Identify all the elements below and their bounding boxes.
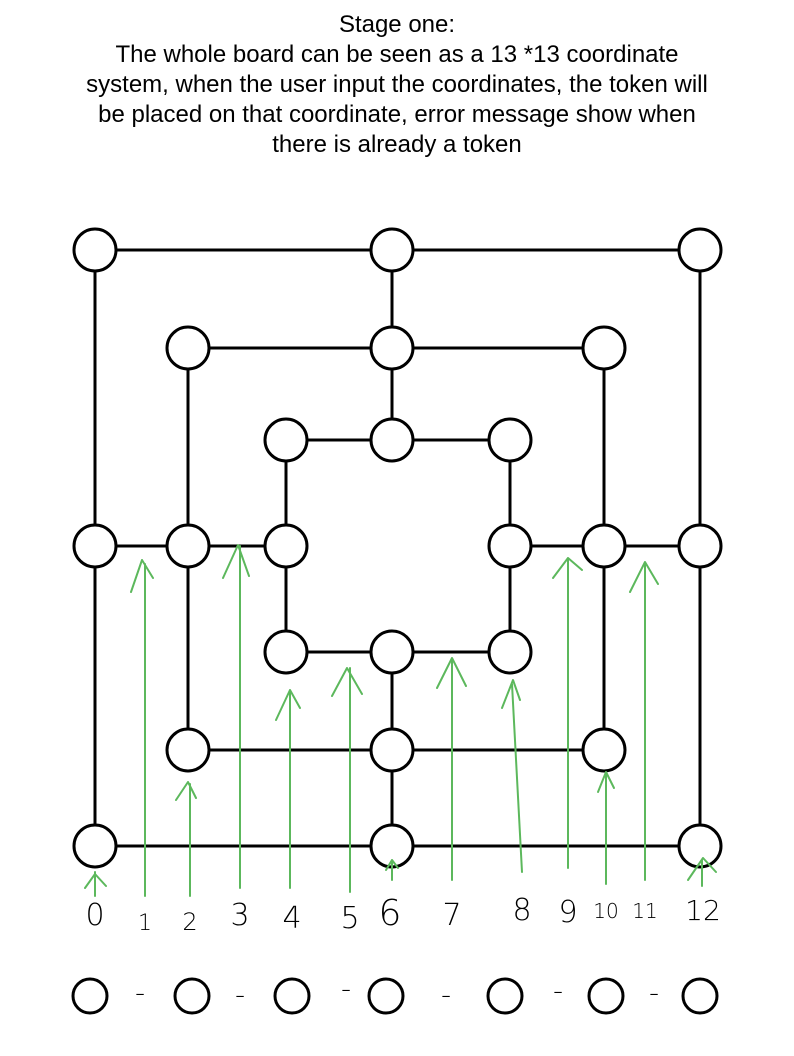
coord-label-3: 3: [230, 898, 249, 933]
row-separator: -: [135, 976, 145, 1009]
arrow-5: [331, 667, 363, 893]
arrow-7: [436, 657, 467, 881]
arrow-6: [385, 859, 399, 881]
node: [72, 823, 118, 869]
node: [263, 417, 309, 463]
coord-label-12: 12: [685, 894, 721, 927]
node: [165, 325, 211, 371]
arrow-1: [130, 559, 154, 897]
coord-label-8: 8: [512, 893, 531, 928]
node: [677, 523, 723, 569]
row-node: [587, 977, 625, 1015]
description-line-4: there is already a token: [272, 131, 522, 158]
node: [72, 523, 118, 569]
row-separator: -: [341, 972, 351, 1005]
arrow-12: [687, 857, 717, 887]
description-line-2: system, when the user input the coordina…: [86, 71, 708, 98]
row-node: [681, 977, 719, 1015]
arrow-10: [597, 771, 615, 885]
arrow-3: [222, 544, 250, 889]
coord-label-7: 7: [442, 898, 461, 933]
arrow-9: [552, 557, 583, 869]
coord-label-11: 11: [632, 899, 657, 923]
arrow-4: [275, 689, 301, 889]
node: [263, 523, 309, 569]
node: [263, 629, 309, 675]
node: [369, 727, 415, 773]
arrow-0: [84, 871, 107, 897]
row-separator: -: [649, 976, 659, 1009]
middle-square: [186, 346, 606, 752]
node: [487, 523, 533, 569]
node: [487, 417, 533, 463]
node: [165, 523, 211, 569]
row-node: [486, 977, 524, 1015]
coord-label-5: 5: [340, 901, 359, 936]
node: [369, 227, 415, 273]
stage-title: Stage one:: [338, 11, 456, 38]
coord-label-6: 6: [379, 893, 402, 934]
node: [487, 629, 533, 675]
node: [72, 227, 118, 273]
row-node: [273, 977, 311, 1015]
description-line-1: The whole board can be seen as a 13 *13 …: [115, 41, 679, 68]
row-node: [367, 977, 405, 1015]
coord-label-4: 4: [282, 901, 301, 936]
node: [369, 417, 415, 463]
arrow-8: [501, 679, 523, 873]
coord-label-1: 1: [138, 911, 152, 936]
coord-label-0: 0: [85, 898, 104, 933]
coord-label-2: 2: [182, 908, 197, 936]
inner-square: [284, 438, 512, 654]
node: [165, 727, 211, 773]
description-line-3: be placed on that coordinate, error mess…: [98, 101, 696, 128]
row-separator: -: [441, 978, 451, 1011]
node: [677, 823, 723, 869]
node: [677, 227, 723, 273]
row-node: [173, 977, 211, 1015]
arrow-2: [175, 781, 197, 897]
node: [581, 325, 627, 371]
node: [369, 629, 415, 675]
coordinate-labels: 0 1 2 3 4 5 6 7 8 9 10 11 12: [85, 893, 720, 936]
node: [581, 727, 627, 773]
coordinate-arrows: [84, 544, 717, 897]
coord-label-10: 10: [593, 899, 618, 923]
row-node: [71, 977, 109, 1015]
row-separator: -: [553, 974, 563, 1007]
arrow-11: [629, 561, 659, 881]
title-block: Stage one: The whole board can be seen a…: [0, 10, 794, 160]
row-separator: -: [235, 978, 245, 1011]
board-nodes: [72, 227, 723, 869]
node: [369, 325, 415, 371]
bottom-row: - - - - - -: [71, 972, 719, 1015]
node: [581, 523, 627, 569]
coord-label-9: 9: [558, 895, 577, 930]
